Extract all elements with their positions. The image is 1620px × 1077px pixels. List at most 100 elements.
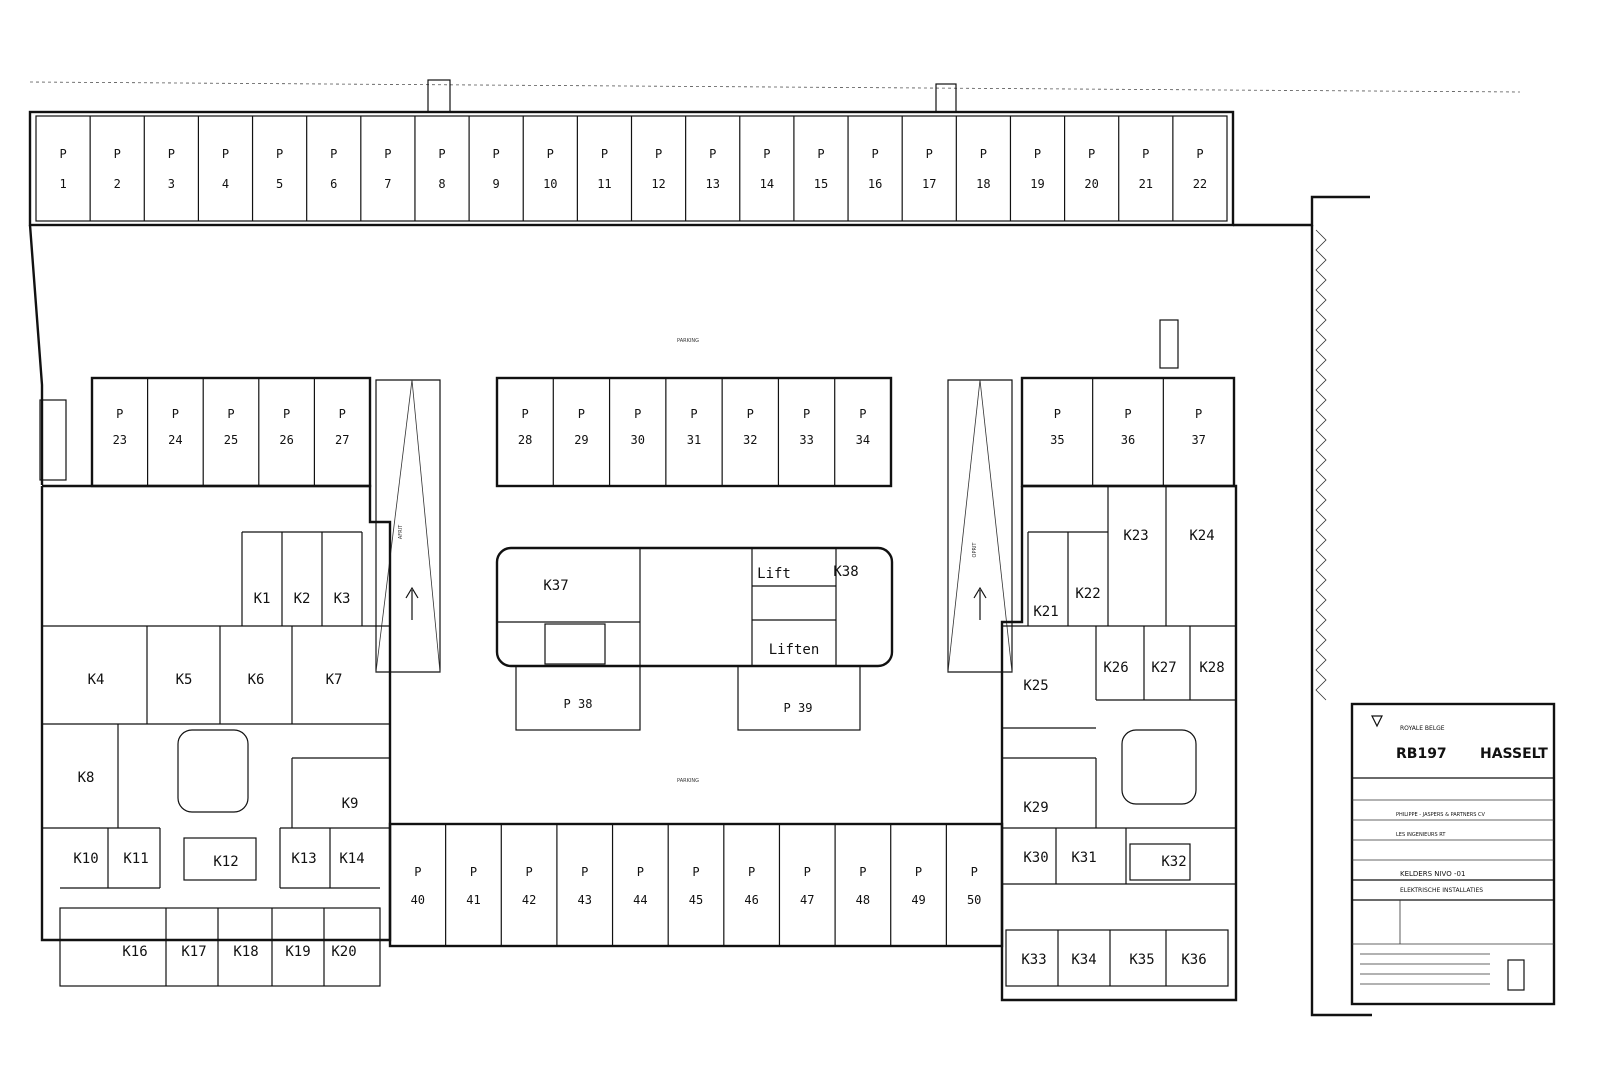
- parking-space-p-marker: P: [414, 865, 421, 879]
- parking-space-p-marker: P: [116, 407, 123, 421]
- parking-space-p-marker: P: [1196, 147, 1203, 161]
- parking-space-number: 19: [1030, 177, 1044, 191]
- parking-space-number: 35: [1050, 433, 1064, 447]
- stair-left: [39, 399, 67, 481]
- parking-space-p-marker: P: [817, 147, 824, 161]
- parking-space-number: 9: [493, 177, 500, 191]
- parking-space-number: 30: [630, 433, 644, 447]
- shaft-top-right: [935, 83, 957, 113]
- parking-space-number: 41: [466, 893, 480, 907]
- parking-space-p-marker: P: [747, 407, 754, 421]
- tb-sheet: KELDERS NIVO -01: [1400, 870, 1465, 878]
- cellar-k25: K25: [1023, 678, 1048, 694]
- parking-space-number: 14: [760, 177, 774, 191]
- cellar-k5: K5: [176, 672, 193, 688]
- dimension-line: [29, 81, 1521, 93]
- parking-space-p-marker: P: [1088, 147, 1095, 161]
- title-block: ROYALE BELGE RB197 HASSELT PHILIPPE - JA…: [1350, 702, 1556, 1006]
- lift-label: Lift: [757, 566, 791, 582]
- parking-space-number: 46: [744, 893, 758, 907]
- tb-contractor: LES INGENIEURS RT: [1396, 832, 1446, 838]
- parking-space-number: 29: [574, 433, 588, 447]
- cellar-k29: K29: [1023, 800, 1048, 816]
- parking-space-number: 32: [743, 433, 757, 447]
- parking-space-number: 42: [522, 893, 536, 907]
- parking-space-p-marker: P: [1034, 147, 1041, 161]
- cellar-k6: K6: [248, 672, 265, 688]
- parking-space-p-marker: P: [578, 407, 585, 421]
- mid-right-block: [1020, 376, 1236, 488]
- cellar-k32: K32: [1161, 854, 1186, 870]
- parking-space-p-marker: P: [1142, 147, 1149, 161]
- cellar-k3: K3: [334, 591, 351, 607]
- parking-label-top: PARKING: [677, 338, 699, 344]
- tb-city: HASSELT: [1480, 746, 1548, 762]
- cellar-k35: K35: [1129, 952, 1154, 968]
- parking-label-bottom: PARKING: [677, 778, 699, 784]
- cellar-k14: K14: [339, 851, 364, 867]
- parking-space-p-marker: P: [859, 407, 866, 421]
- cellar-k26: K26: [1103, 660, 1128, 676]
- parking-space-number: 49: [911, 893, 925, 907]
- parking-space-p-marker: P: [470, 865, 477, 879]
- cellar-labels: K1 K2 K3 K4 K5 K6 K7 K8 K9 K10 K11 K12 K…: [73, 528, 1224, 968]
- cellar-k1: K1: [254, 591, 271, 607]
- parking-space-p-marker: P: [871, 147, 878, 161]
- parking-space-number: 3: [168, 177, 175, 191]
- space-p39: [737, 665, 861, 731]
- parking-space-p-marker: P: [601, 147, 608, 161]
- parking-space-number: 36: [1121, 433, 1135, 447]
- cellar-k22: K22: [1075, 586, 1100, 602]
- parking-space-number: 12: [651, 177, 665, 191]
- cellar-k9: K9: [342, 796, 359, 812]
- parking-space-p-marker: P: [690, 407, 697, 421]
- parking-space-number: 47: [800, 893, 814, 907]
- parking-space-p-marker: P: [339, 407, 346, 421]
- cellar-k8: K8: [78, 770, 95, 786]
- parking-space-number: 48: [856, 893, 870, 907]
- shaft: [1159, 319, 1179, 369]
- parking-space-number: 27: [335, 433, 349, 447]
- cellar-k11: K11: [123, 851, 148, 867]
- cellar-k7: K7: [326, 672, 343, 688]
- parking-space-p-marker: P: [522, 407, 529, 421]
- shaft-top-left: [427, 79, 451, 113]
- parking-space-number: 5: [276, 177, 283, 191]
- parking-space-number: 4: [222, 177, 229, 191]
- parking-space-number: 6: [330, 177, 337, 191]
- parking-space-p-marker: P: [168, 147, 175, 161]
- cellar-k36: K36: [1181, 952, 1206, 968]
- parking-space-p-marker: P: [438, 147, 445, 161]
- parking-space-p-marker: P: [1054, 407, 1061, 421]
- center-core: [495, 546, 894, 731]
- cellar-k10: K10: [73, 851, 98, 867]
- parking-space-p-marker: P: [915, 865, 922, 879]
- parking-space-p-marker: P: [803, 407, 810, 421]
- cellar-k30: K30: [1023, 850, 1048, 866]
- ramp-left-label: AFRIT: [398, 524, 404, 539]
- parking-space-number: 31: [687, 433, 701, 447]
- cellar-k18: K18: [233, 944, 258, 960]
- tb-subtitle: ELEKTRISCHE INSTALLATIES: [1400, 887, 1483, 894]
- parking-space-p-marker: P: [384, 147, 391, 161]
- space-p38: [515, 665, 641, 731]
- cellar-k34: K34: [1071, 952, 1096, 968]
- parking-space-p-marker: P: [971, 865, 978, 879]
- parking-space-p-marker: P: [763, 147, 770, 161]
- space-p38-label: P 38: [564, 697, 593, 711]
- cellar-k21: K21: [1033, 604, 1058, 620]
- mid-center-block: [495, 376, 893, 488]
- parking-space-number: 33: [799, 433, 813, 447]
- parking-space-number: 37: [1191, 433, 1205, 447]
- parking-space-number: 11: [597, 177, 611, 191]
- cellar-k28: K28: [1199, 660, 1224, 676]
- parking-space-number: 40: [411, 893, 425, 907]
- cellar-k12: K12: [213, 854, 238, 870]
- cellar-k24: K24: [1189, 528, 1214, 544]
- cellar-k13: K13: [291, 851, 316, 867]
- liften-label: Liften: [769, 642, 820, 658]
- parking-space-number: 21: [1139, 177, 1153, 191]
